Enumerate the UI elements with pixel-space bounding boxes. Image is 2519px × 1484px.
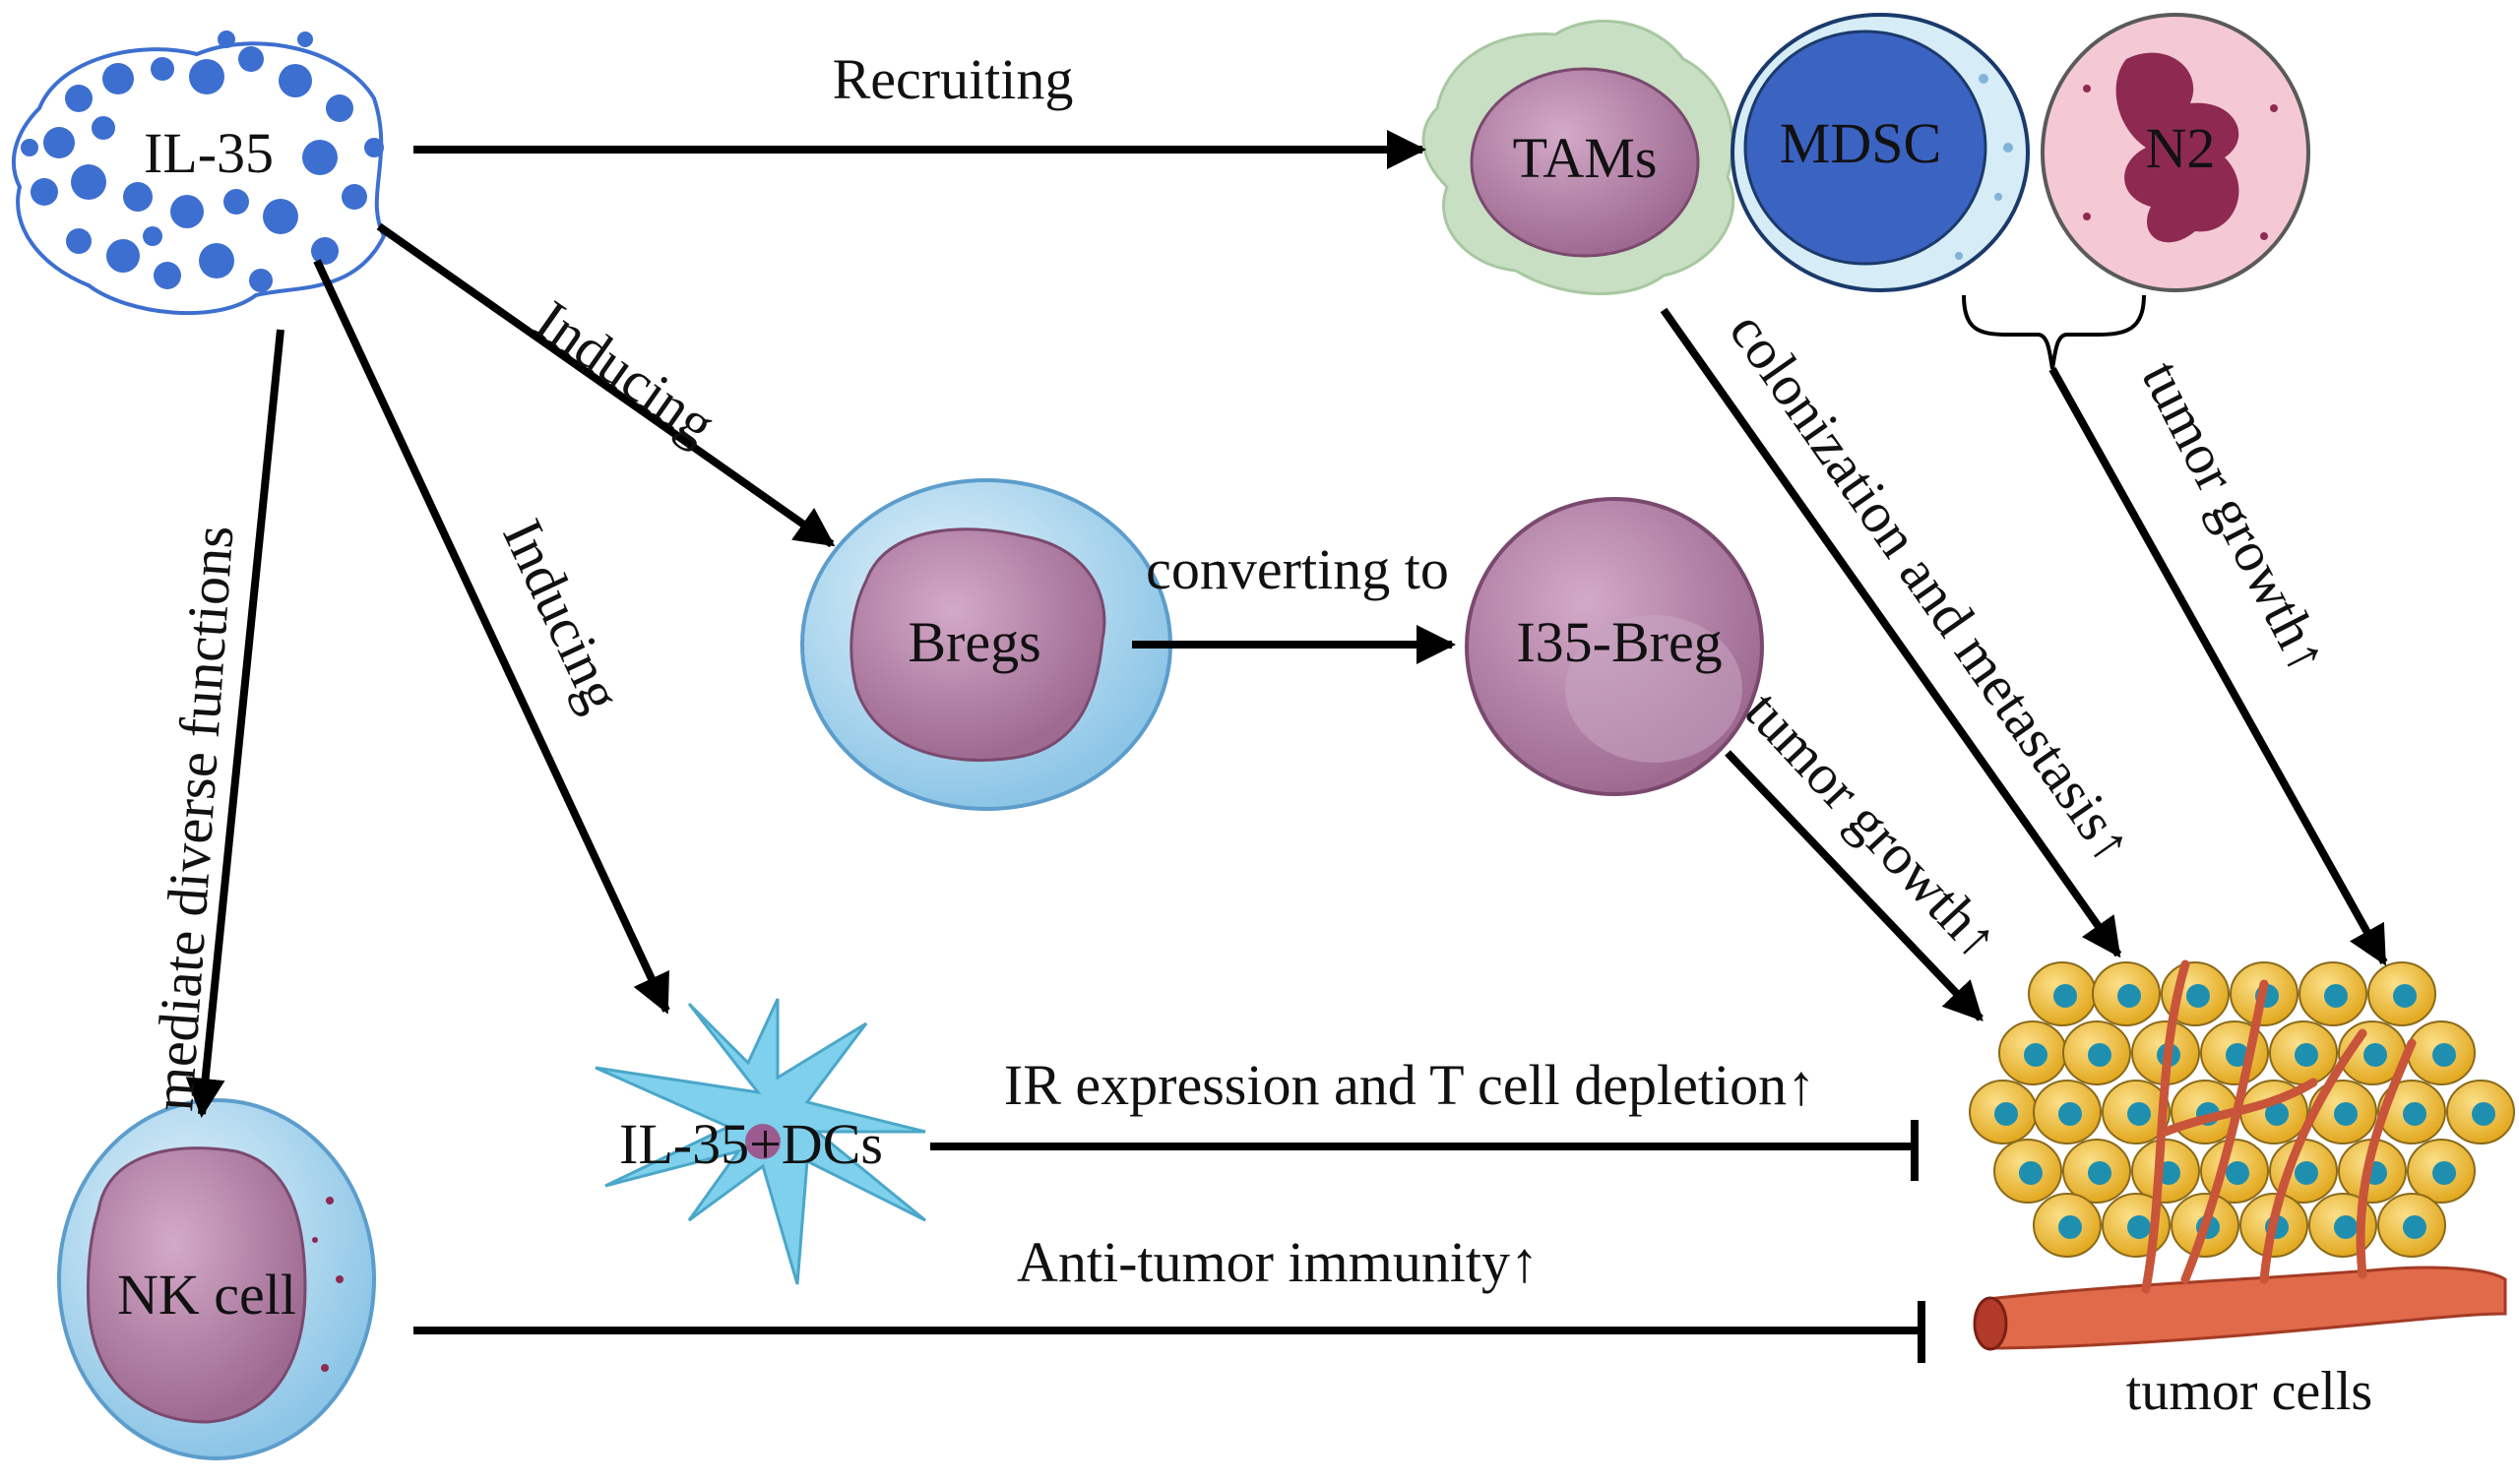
n2-cell: N2 xyxy=(2041,13,2310,292)
tumor-cell-nucleus xyxy=(2058,1102,2082,1126)
label-converting: converting to xyxy=(1146,537,1449,601)
n2-nucleus xyxy=(2115,52,2239,243)
mdsc-label: MDSC xyxy=(1780,111,1941,175)
tumor-cell-nucleus xyxy=(2334,1102,2358,1126)
label-recruiting: Recruiting xyxy=(833,47,1074,111)
tumor-vessels-branches xyxy=(2141,959,2417,1294)
tumor-cell-nucleus xyxy=(2295,1161,2318,1185)
label-anti-tumor: Anti-tumor immunity↑ xyxy=(1017,1230,1539,1294)
dc-cell: IL-35+DCs xyxy=(595,998,926,1285)
bregs-nucleus xyxy=(850,527,1106,762)
tumor-cell-nucleus xyxy=(2053,984,2077,1008)
n2-label: N2 xyxy=(2146,116,2216,180)
dc-nucleus xyxy=(745,1124,781,1159)
i35breg-cell: I35-Breg xyxy=(1465,497,1764,796)
tumor-cell-nucleus xyxy=(2117,984,2141,1008)
tumor-cell-nucleus xyxy=(2432,1161,2456,1185)
nk-nucleus xyxy=(86,1146,307,1424)
edges xyxy=(185,130,2388,1363)
tumor-cell-nucleus xyxy=(2432,1043,2456,1067)
nk-label: NK cell xyxy=(117,1263,296,1327)
tumor-cell-nucleus xyxy=(2403,1102,2426,1126)
il35-label: IL-35 xyxy=(144,121,274,185)
mdsc-n2-brace xyxy=(1962,294,2146,370)
tumor-cell-nucleus xyxy=(2024,1043,2047,1067)
arrow-colonization xyxy=(1660,307,2122,958)
tumor-vessel xyxy=(1986,1266,2507,1350)
tumor-cell-nucleus xyxy=(2226,1043,2249,1067)
tumor-cell-nucleus xyxy=(1994,1102,2018,1126)
tumor-cell-nucleus xyxy=(2127,1215,2151,1239)
label-ir-expression: IR expression and T cell depletion↑ xyxy=(1004,1053,1815,1117)
tumor-cell-nucleus xyxy=(2265,1102,2289,1126)
label-colonization: colonization and metastasis↑ xyxy=(1717,300,2146,875)
label-n2-growth: tumor growth↑ xyxy=(2129,350,2341,683)
tams-nucleus xyxy=(1470,67,1700,258)
label-inducing-bregs: Inducing xyxy=(525,287,727,457)
tumor-cell-nucleus xyxy=(2019,1161,2043,1185)
tumor-cell-nucleus xyxy=(2058,1215,2082,1239)
tams-cell: TAMs xyxy=(1421,19,1735,295)
i35breg-label: I35-Breg xyxy=(1516,610,1722,674)
arrow-inducing-bregs xyxy=(376,222,836,548)
arrow-breg-growth xyxy=(1725,750,1984,1021)
mdsc-nucleus xyxy=(1743,30,1987,266)
tumor-cell-nucleus xyxy=(2088,1161,2111,1185)
tumor-cell-nucleus xyxy=(2324,984,2348,1008)
bregs-label: Bregs xyxy=(908,610,1040,674)
il35-cluster: IL-35 xyxy=(11,31,387,316)
tumor-cell-nucleus xyxy=(2088,1043,2111,1067)
arrow-mediate xyxy=(185,329,284,1118)
mdsc-cell: MDSC xyxy=(1731,13,2030,292)
il35-dots xyxy=(21,31,384,292)
label-inducing-dcs: Inducing xyxy=(490,510,634,720)
bregs-cell: Bregs xyxy=(800,478,1172,811)
arrow-n2-growth xyxy=(2048,367,2388,966)
nk-cell: NK cell xyxy=(57,1098,376,1460)
label-breg-growth: tumor growth↑ xyxy=(1732,679,2012,972)
tumor-cell-nucleus xyxy=(2363,1043,2387,1067)
tumor-cell-nucleus xyxy=(2226,1161,2249,1185)
tumor-cell-nucleus xyxy=(2295,1043,2318,1067)
tumor-cell-nucleus xyxy=(2334,1215,2358,1239)
il35-outline xyxy=(11,41,387,316)
dc-label: IL-35+DCs xyxy=(619,1112,883,1176)
tams-label: TAMs xyxy=(1513,126,1658,190)
tumor-cell-nucleus xyxy=(2472,1102,2495,1126)
tumor-cell-nucleus xyxy=(2186,984,2210,1008)
tumor-mass: tumor cells xyxy=(1969,959,2515,1422)
tumor-label: tumor cells xyxy=(2126,1361,2372,1422)
tumor-cell-nucleus xyxy=(2393,984,2417,1008)
arrow-inducing-dcs xyxy=(313,259,670,1015)
tumor-cell-nucleus xyxy=(2127,1102,2151,1126)
tumor-cell-nucleus xyxy=(2403,1215,2426,1239)
